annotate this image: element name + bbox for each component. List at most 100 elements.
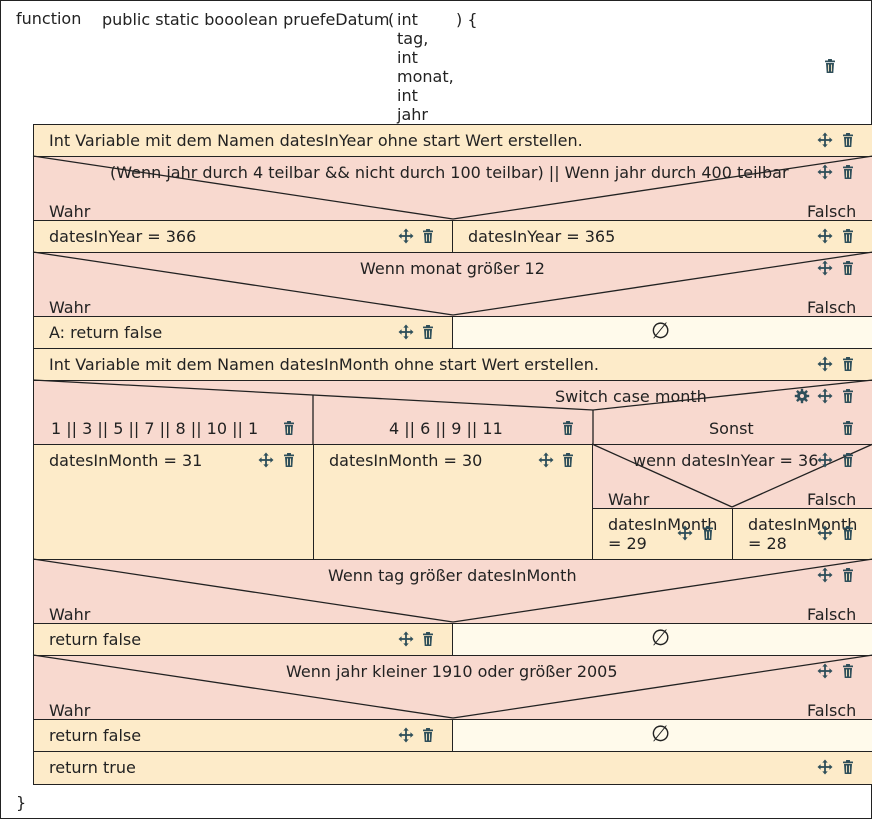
trash-icon[interactable] bbox=[840, 260, 856, 276]
move-icon[interactable] bbox=[817, 567, 833, 583]
action-text: datesInYear = 366 bbox=[49, 227, 197, 246]
trash-icon[interactable] bbox=[281, 420, 297, 436]
trash-icon[interactable] bbox=[420, 631, 436, 647]
case-label: 1 || 3 || 5 || 7 || 8 || 10 || 1 bbox=[51, 419, 259, 438]
param-line: int bbox=[397, 86, 418, 105]
condition-text: Wenn jahr kleiner 1910 oder größer 2005 bbox=[286, 662, 618, 681]
true-branch-action[interactable] bbox=[33, 316, 453, 349]
empty-branch[interactable] bbox=[452, 719, 872, 752]
trash-icon[interactable] bbox=[700, 525, 716, 541]
param-line: jahr bbox=[397, 105, 428, 124]
condition-diagonals bbox=[32, 654, 872, 719]
action-text: datesInMonth bbox=[748, 515, 858, 534]
action-text: return true bbox=[49, 758, 136, 777]
declaration-block[interactable] bbox=[33, 124, 872, 157]
condition-text: (Wenn jahr durch 4 teilbar && nicht durc… bbox=[110, 163, 789, 182]
trash-icon[interactable] bbox=[840, 759, 856, 775]
condition-text: Wenn monat größer 12 bbox=[360, 259, 545, 278]
move-icon[interactable] bbox=[817, 132, 833, 148]
paren-open: ( bbox=[388, 10, 395, 29]
false-label: Falsch bbox=[807, 298, 857, 317]
default-label: Sonst bbox=[709, 419, 754, 438]
action-text: datesInMonth = 30 bbox=[329, 451, 483, 470]
true-label: Wahr bbox=[49, 202, 91, 221]
condition-text: Wenn tag größer datesInMonth bbox=[328, 566, 577, 585]
final-action-block[interactable] bbox=[33, 751, 872, 785]
param-line: tag, bbox=[397, 29, 429, 48]
trash-icon[interactable] bbox=[840, 420, 856, 436]
move-icon[interactable] bbox=[817, 228, 833, 244]
trash-icon[interactable] bbox=[840, 228, 856, 244]
false-label: Falsch bbox=[807, 490, 857, 509]
empty-set-symbol: ∅ bbox=[651, 626, 671, 651]
condition-block[interactable] bbox=[33, 655, 872, 720]
move-icon[interactable] bbox=[817, 452, 833, 468]
declaration-block[interactable] bbox=[33, 348, 872, 381]
declaration-text: Int Variable mit dem Namen datesInMonth … bbox=[49, 355, 599, 374]
move-icon[interactable] bbox=[398, 727, 414, 743]
true-label: Wahr bbox=[49, 701, 91, 720]
false-label: Falsch bbox=[807, 701, 857, 720]
trash-icon[interactable] bbox=[420, 228, 436, 244]
trash-icon[interactable] bbox=[560, 420, 576, 436]
closing-brace: } bbox=[16, 793, 27, 812]
function-keyword: function bbox=[16, 9, 82, 28]
move-icon[interactable] bbox=[677, 525, 693, 541]
move-icon[interactable] bbox=[817, 525, 833, 541]
param-line: int bbox=[397, 48, 418, 67]
switch-block[interactable] bbox=[33, 380, 872, 445]
false-label: Falsch bbox=[807, 202, 857, 221]
trash-icon[interactable] bbox=[840, 132, 856, 148]
trash-icon[interactable] bbox=[840, 525, 856, 541]
trash-icon[interactable] bbox=[840, 452, 856, 468]
move-icon[interactable] bbox=[398, 324, 414, 340]
trash-icon[interactable] bbox=[420, 727, 436, 743]
param-line: int bbox=[397, 10, 418, 29]
trash-icon[interactable] bbox=[840, 356, 856, 372]
true-label: Wahr bbox=[49, 605, 91, 624]
move-icon[interactable] bbox=[398, 228, 414, 244]
condition-text: wenn datesInYear = 36 bbox=[633, 451, 819, 470]
action-text: datesInMonth = 31 bbox=[49, 451, 203, 470]
move-icon[interactable] bbox=[817, 388, 833, 404]
true-label: Wahr bbox=[49, 298, 91, 317]
move-icon[interactable] bbox=[817, 663, 833, 679]
trash-icon[interactable] bbox=[420, 324, 436, 340]
trash-icon[interactable] bbox=[822, 58, 838, 74]
move-icon[interactable] bbox=[817, 164, 833, 180]
action-text: A: return false bbox=[49, 323, 163, 342]
move-icon[interactable] bbox=[398, 631, 414, 647]
action-text: return false bbox=[49, 630, 142, 649]
action-text: datesInMonth bbox=[608, 515, 718, 534]
condition-diagonals bbox=[32, 558, 872, 623]
trash-icon[interactable] bbox=[560, 452, 576, 468]
declaration-text: Int Variable mit dem Namen datesInYear o… bbox=[49, 131, 583, 150]
trash-icon[interactable] bbox=[840, 663, 856, 679]
move-icon[interactable] bbox=[817, 759, 833, 775]
trash-icon[interactable] bbox=[840, 388, 856, 404]
empty-set-symbol: ∅ bbox=[651, 319, 671, 344]
trash-icon[interactable] bbox=[840, 164, 856, 180]
switch-label: Switch case month bbox=[555, 387, 707, 406]
move-icon[interactable] bbox=[538, 452, 554, 468]
empty-set-symbol: ∅ bbox=[651, 722, 671, 747]
condition-diagonals bbox=[32, 251, 872, 316]
function-signature: public static booolean pruefeDatum bbox=[102, 10, 390, 29]
action-text: datesInYear = 365 bbox=[468, 227, 616, 246]
case-label: 4 || 6 || 9 || 11 bbox=[389, 419, 503, 438]
trash-icon[interactable] bbox=[840, 567, 856, 583]
paren-close: ) { bbox=[456, 10, 478, 29]
action-text: return false bbox=[49, 726, 142, 745]
trash-icon[interactable] bbox=[281, 452, 297, 468]
condition-block[interactable] bbox=[33, 156, 872, 221]
param-line: monat, bbox=[397, 67, 454, 86]
true-label: Wahr bbox=[608, 490, 650, 509]
move-icon[interactable] bbox=[258, 452, 274, 468]
gear-icon[interactable] bbox=[794, 388, 810, 404]
action-text: = 28 bbox=[748, 534, 787, 553]
false-label: Falsch bbox=[807, 605, 857, 624]
move-icon[interactable] bbox=[817, 260, 833, 276]
move-icon[interactable] bbox=[817, 356, 833, 372]
switch-diagonals bbox=[32, 379, 872, 444]
